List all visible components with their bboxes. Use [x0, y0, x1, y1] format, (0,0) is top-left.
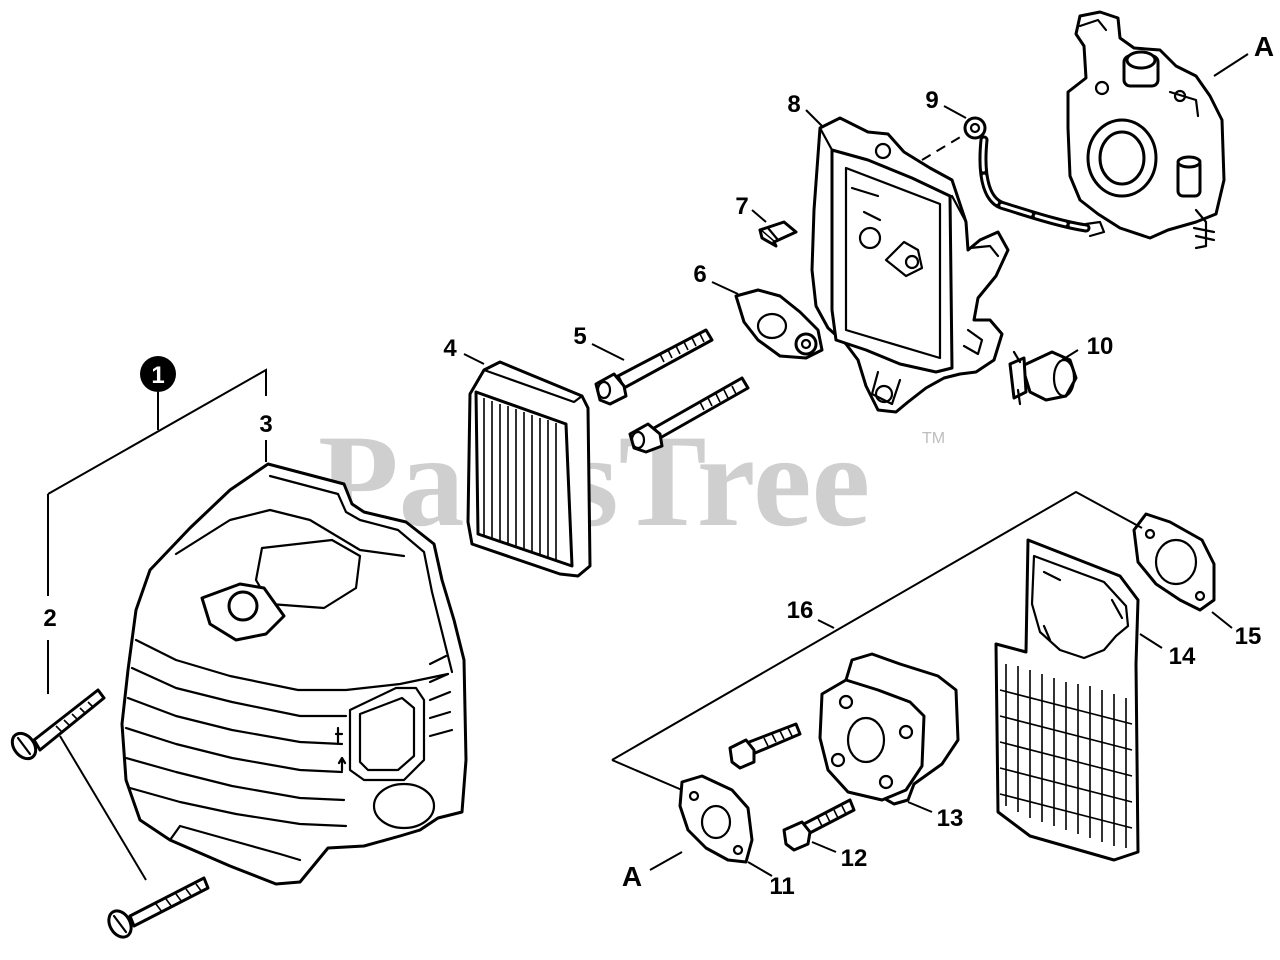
callout-3: 3	[259, 411, 272, 438]
leader-lines	[47, 53, 1249, 881]
callout-16: 16	[787, 597, 814, 624]
primer-bulb-10	[1008, 350, 1078, 406]
bolts-5	[594, 328, 750, 454]
screws-2	[10, 688, 210, 939]
fuel-line-9	[963, 116, 1106, 238]
carburetor	[1066, 10, 1226, 250]
assembly-marker-circle	[140, 356, 176, 392]
gasket-11	[678, 774, 754, 864]
callout-13: 13	[937, 805, 964, 832]
callout-7: 7	[735, 193, 748, 220]
air-box-8	[810, 116, 1010, 414]
air-filter-4	[466, 360, 592, 578]
gasket-15	[1132, 512, 1216, 612]
heat-shield-vents	[999, 664, 1133, 848]
callout-11: 11	[769, 873, 794, 900]
callout-14: 14	[1169, 643, 1196, 670]
reference-a-top: A	[1254, 31, 1274, 62]
callout-12: 12	[841, 845, 868, 872]
callout-labels: 1 2 3 4 5 6 7 8 9 10 11 12 13 14 15 16 A…	[43, 31, 1274, 900]
callout-9: 9	[925, 87, 938, 114]
callout-15: 15	[1235, 623, 1262, 650]
callout-6: 6	[693, 261, 706, 288]
callout-2: 2	[43, 605, 56, 632]
callout-10: 10	[1087, 333, 1114, 360]
bolts-12	[728, 722, 856, 852]
air-cleaner-cover-3	[120, 462, 468, 886]
assembly-marker-1: 1	[151, 362, 164, 389]
reference-a-bottom: A	[622, 861, 642, 892]
callout-4: 4	[443, 335, 457, 362]
choke-plate-6	[734, 288, 824, 360]
heat-shield-14	[994, 538, 1140, 862]
sleeve-7	[758, 220, 798, 248]
insulator-13	[818, 652, 960, 806]
callout-8: 8	[787, 91, 800, 118]
svg-text:TM: TM	[922, 430, 945, 447]
callout-5: 5	[573, 323, 586, 350]
